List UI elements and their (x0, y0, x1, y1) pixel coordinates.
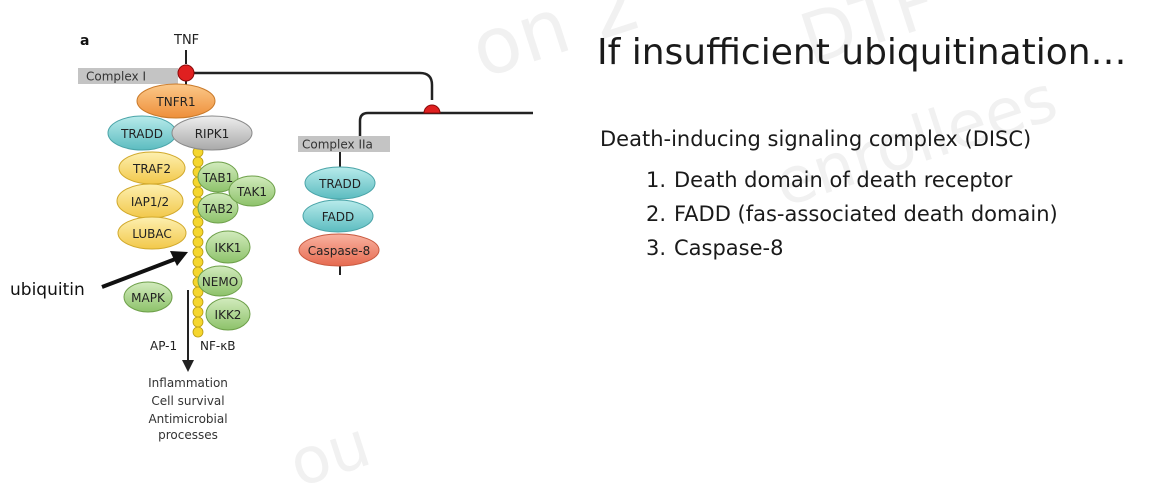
mapk-node: MAPK (123, 281, 173, 313)
disc-item-text: Caspase-8 (674, 236, 784, 260)
tak1-node: TAK1 (228, 175, 276, 207)
fadd-node: FADD (302, 199, 374, 233)
ubiquitin-arrow (101, 256, 179, 289)
output-arrowhead (182, 360, 194, 372)
disc-item-number: 2. (645, 202, 666, 226)
outcome-1: Inflammation (148, 376, 228, 390)
disc-item: 3. Caspase-8 (640, 231, 1058, 265)
complex-1-label: Complex I (86, 70, 146, 84)
svg-text:MAPK: MAPK (131, 291, 166, 305)
signal-line (186, 71, 434, 100)
svg-text:NEMO: NEMO (202, 275, 238, 289)
svg-text:TRADD: TRADD (120, 127, 163, 141)
svg-text:TRAF2: TRAF2 (132, 162, 171, 176)
disc-component-list: 1. Death domain of death receptor 2. FADD … (640, 163, 1058, 265)
svg-text:IKK2: IKK2 (215, 308, 242, 322)
disc-item: 1. Death domain of death receptor (640, 163, 1058, 197)
caspase-8-node: Caspase-8 (298, 233, 380, 267)
svg-text:RIPK1: RIPK1 (195, 127, 230, 141)
slide-title: If insufficient ubiquitination… (597, 32, 1127, 73)
tnf-signaling-diagram: Complex I Complex IIa a TNF TNFR1 (10, 33, 533, 442)
disc-item-text: FADD (fas-associated death domain) (674, 202, 1058, 226)
svg-text:IKK1: IKK1 (215, 241, 242, 255)
tradd-2-node: TRADD (304, 166, 376, 200)
ikk1-node: IKK1 (205, 230, 251, 264)
svg-text:TAB1: TAB1 (202, 171, 233, 185)
svg-text:TAB2: TAB2 (202, 202, 233, 216)
svg-text:IAP1/2: IAP1/2 (131, 195, 169, 209)
nfkb-label: NF-κB (200, 339, 236, 353)
disc-item: 2. FADD (fas-associated death domain) (640, 197, 1058, 231)
outcome-4: processes (158, 428, 218, 442)
tab2-node: TAB2 (197, 192, 239, 224)
outcome-2: Cell survival (151, 394, 224, 408)
disc-item-number: 3. (645, 236, 666, 260)
complex-1-label-box (78, 68, 178, 84)
svg-text:TRADD: TRADD (318, 177, 361, 191)
svg-text:FADD: FADD (322, 210, 355, 224)
iap-node: IAP1/2 (116, 183, 184, 219)
svg-text:TAK1: TAK1 (236, 185, 267, 199)
panel-letter: a (80, 33, 89, 49)
ikk2-node: IKK2 (205, 297, 251, 331)
tradd-node: TRADD (107, 115, 177, 151)
tnf-node-red (177, 64, 195, 82)
traf2-node: TRAF2 (118, 151, 186, 185)
svg-text:Caspase-8: Caspase-8 (308, 244, 371, 258)
disc-heading: Death-inducing signaling complex (DISC) (600, 127, 1032, 151)
ubiquitin-arrowhead (170, 251, 188, 266)
tnfr1-node: TNFR1 (136, 83, 216, 119)
svg-text:TNFR1: TNFR1 (155, 95, 195, 109)
svg-text:LUBAC: LUBAC (132, 227, 171, 241)
ubiquitin-label: ubiquitin (10, 280, 85, 300)
ubiquitin-chain (192, 136, 204, 338)
slide: on 2 DTF enrollees ou Complex I Complex … (10, 0, 1127, 503)
complex-2a-label: Complex IIa (302, 138, 373, 152)
nemo-node: NEMO (197, 265, 243, 297)
outcome-3: Antimicrobial (148, 412, 227, 426)
complex-2a-label-box (298, 136, 390, 152)
disc-item-text: Death domain of death receptor (674, 168, 1013, 192)
tnf-label: TNF (173, 33, 199, 48)
disc-item-number: 1. (645, 168, 666, 192)
ripk1-node: RIPK1 (171, 115, 253, 151)
junction-node-red (423, 104, 441, 114)
signal-line (358, 111, 533, 152)
lubac-node: LUBAC (117, 216, 187, 250)
ap1-label: AP-1 (150, 339, 177, 353)
tab1-node: TAB1 (197, 161, 239, 193)
